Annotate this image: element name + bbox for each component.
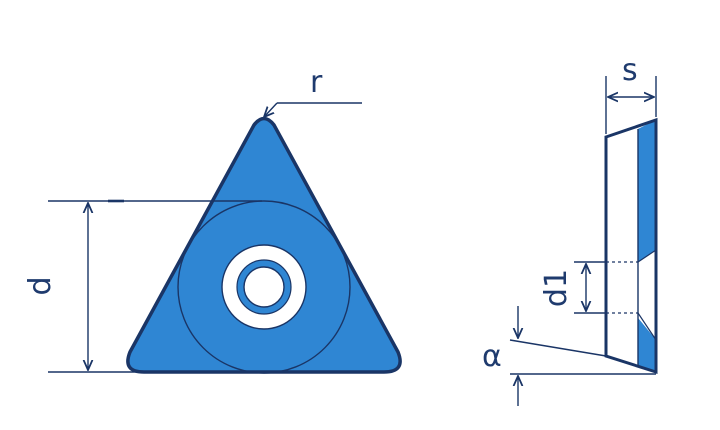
- radius-label: r: [310, 65, 323, 100]
- hole-diameter-label: d1: [539, 269, 574, 307]
- inscribed-circle: [177, 200, 351, 374]
- thickness-label: s: [622, 53, 638, 88]
- inscribed-diameter-dimension: d: [23, 199, 262, 373]
- side-view-upper-blue: [638, 120, 656, 262]
- side-view-outline: [604, 117, 658, 375]
- clearance-angle-label: α: [482, 339, 502, 374]
- hole-diameter-dimension: d1: [539, 261, 606, 314]
- thickness-dimension: s: [605, 53, 657, 134]
- radius-dimension: r: [264, 65, 362, 117]
- clearance-angle-dimension: α: [482, 306, 656, 406]
- side-view-lower-blue: [638, 318, 656, 372]
- front-view: r d: [23, 65, 402, 374]
- center-hole: [243, 266, 285, 308]
- side-view: d1 s α: [482, 53, 658, 406]
- inscribed-diameter-label: d: [23, 276, 58, 295]
